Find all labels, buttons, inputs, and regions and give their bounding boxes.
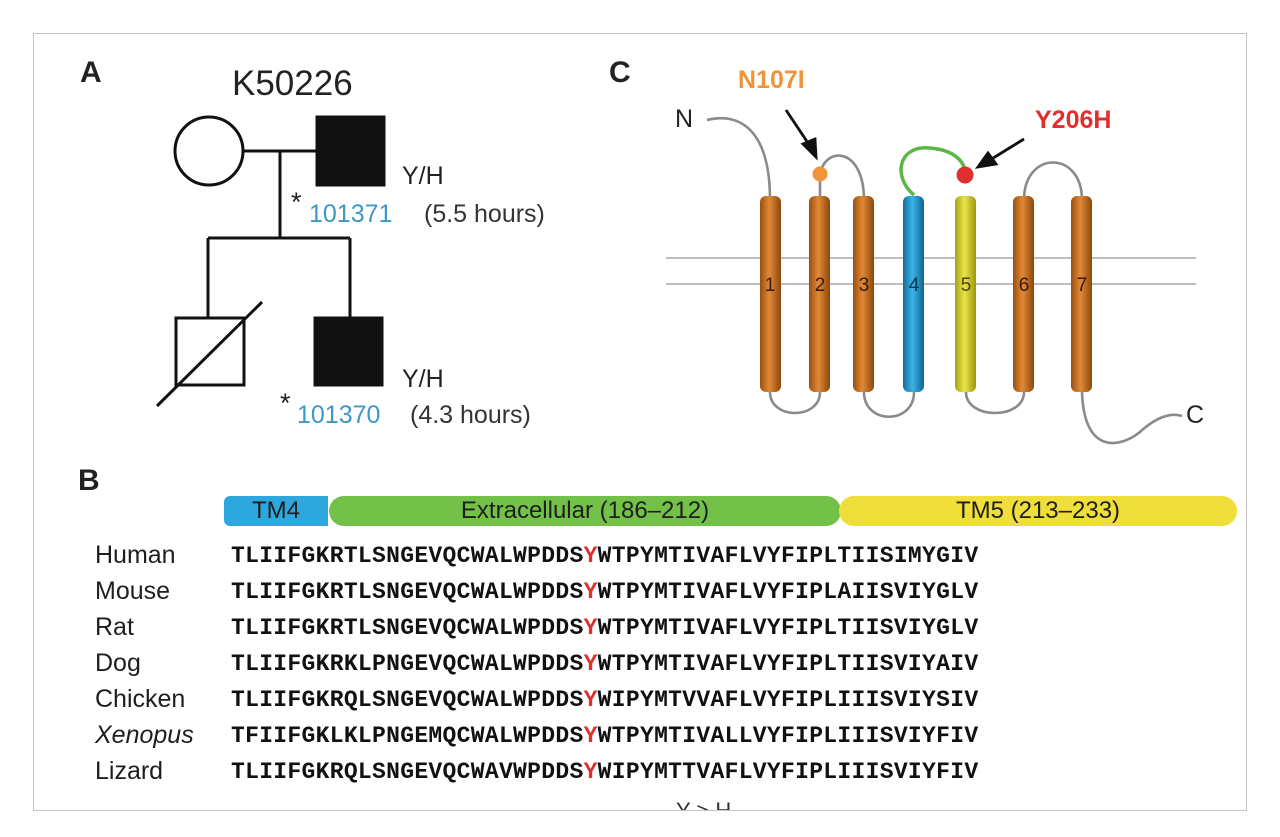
affected-son-symbol	[313, 316, 384, 387]
helix-5	[955, 196, 976, 392]
sequence-site-residue: Y	[583, 723, 598, 749]
n107i-arrow-shaft	[784, 109, 812, 147]
species-label: Xenopus	[95, 721, 194, 749]
sequence-site-residue: Y	[583, 651, 598, 677]
c-terminal-tail	[1080, 391, 1183, 445]
loop-helix1-2	[768, 391, 822, 415]
panel-b-label: B	[78, 464, 100, 497]
domain-band-extracellular: Extracellular (186–212)	[329, 496, 841, 526]
y206h-arrow-shaft	[989, 137, 1025, 162]
extracellular-loop-4-5	[899, 146, 968, 197]
helix-4	[903, 196, 924, 392]
father-genotype: Y/H	[402, 162, 444, 190]
helix-7-number: 7	[1077, 275, 1088, 296]
alignment-footer: Y > H	[676, 798, 731, 810]
sequence-row: TLIIFGKRTLSNGEVQCWALWPDDSYWTPYMTIVAFLVYF…	[231, 543, 978, 569]
pedigree	[155, 115, 386, 408]
father-symbol	[315, 115, 386, 187]
mutation-n107i-label: N107I	[738, 66, 805, 94]
n-terminus-label: N	[675, 105, 694, 133]
sequence-row: TFIIFGKLKLPNGEMQCWALWPDDSYWTPYMTIVALLVYF…	[231, 723, 978, 749]
helix-4-number: 4	[909, 275, 920, 296]
sequence-pre: TLIIFGKRQLSNGEVQCWALWPDDS	[231, 687, 584, 713]
domain-band-tm5: TM5 (213–233)	[839, 496, 1237, 526]
son-id: 101370	[297, 401, 381, 429]
species-label: Human	[95, 541, 176, 569]
son-genotype: Y/H	[402, 365, 444, 393]
domain-band-tm4: TM4	[224, 496, 328, 526]
helix-2	[809, 196, 830, 392]
son-marker: *	[280, 388, 291, 418]
species-label: Rat	[95, 613, 134, 641]
mother-symbol	[173, 115, 245, 187]
sequence-pre: TLIIFGKRKLPNGEVQCWALWPDDS	[231, 651, 584, 677]
n107i-arrowhead	[800, 136, 818, 161]
sequence-post: WTPYMTIVALLVYFIPLIIISVIYFIV	[597, 723, 979, 749]
sequence-post: WTPYMTIVAFLVYFIPLAIISVIYGLV	[597, 579, 979, 605]
son-detail: (4.3 hours)	[410, 401, 531, 429]
sequence-pre: TFIIFGKLKLPNGEMQCWALWPDDS	[231, 723, 584, 749]
n107i-site-dot	[812, 166, 828, 182]
sequence-row: TLIIFGKRQLSNGEVQCWALWPDDSYWIPYMTVVAFLVYF…	[231, 687, 978, 713]
species-label: Dog	[95, 649, 141, 677]
deceased-slash	[155, 300, 264, 408]
helix-6	[1013, 196, 1034, 392]
sequence-site-residue: Y	[583, 687, 598, 713]
father-id: 101371	[309, 200, 393, 228]
sequence-site-residue: Y	[583, 615, 598, 641]
helix-5-number: 5	[961, 275, 972, 296]
helix-2-number: 2	[815, 275, 826, 296]
sequence-site-residue: Y	[583, 543, 598, 569]
helix-7	[1071, 196, 1092, 392]
sequence-site-residue: Y	[583, 759, 598, 785]
c-terminus-label: C	[1186, 401, 1205, 429]
loop-helix3-4	[862, 391, 916, 418]
loop-helix2-3	[818, 154, 866, 201]
sequence-post: WTPYMTIVAFLVYFIPLTIISVIYGLV	[597, 615, 979, 641]
sequence-row: TLIIFGKRQLSNGEVQCWAVWPDDSYWIPYMTTVAFLVYF…	[231, 759, 978, 785]
father-detail: (5.5 hours)	[424, 200, 545, 228]
panel-a-label: A	[80, 56, 102, 89]
helix-3-number: 3	[859, 275, 870, 296]
father-marker: *	[291, 187, 302, 217]
loop-helix6-7	[1022, 161, 1084, 201]
helix-1-number: 1	[765, 275, 776, 296]
loop-helix5-6	[964, 391, 1026, 415]
sequence-row: TLIIFGKRKLPNGEVQCWALWPDDSYWTPYMTIVAFLVYF…	[231, 651, 978, 677]
n-terminal-tail	[706, 116, 772, 201]
helix-6-number: 6	[1019, 275, 1030, 296]
sequence-row: TLIIFGKRTLSNGEVQCWALWPDDSYWTPYMTIVAFLVYF…	[231, 615, 978, 641]
sequence-pre: TLIIFGKRQLSNGEVQCWAVWPDDS	[231, 759, 584, 785]
sequence-pre: TLIIFGKRTLSNGEVQCWALWPDDS	[231, 615, 584, 641]
mutation-y206h-label: Y206H	[1035, 106, 1112, 134]
panel-c-label: C	[609, 56, 631, 89]
sequence-post: WTPYMTIVAFLVYFIPLTIISVIYAIV	[597, 651, 979, 677]
family-id: K50226	[232, 64, 353, 103]
y206h-arrowhead	[974, 150, 999, 169]
sequence-site-residue: Y	[583, 579, 598, 605]
helix-3	[853, 196, 874, 392]
helix-1	[760, 196, 781, 392]
sequence-pre: TLIIFGKRTLSNGEVQCWALWPDDS	[231, 543, 584, 569]
species-label: Mouse	[95, 577, 171, 605]
sequence-row: TLIIFGKRTLSNGEVQCWALWPDDSYWTPYMTIVAFLVYF…	[231, 579, 978, 605]
species-label: Lizard	[95, 757, 164, 785]
sequence-post: WIPYMTTVAFLVYFIPLIIISVIYFIV	[597, 759, 979, 785]
y206h-site-dot	[956, 166, 974, 184]
sequence-post: WIPYMTVVAFLVYFIPLIIISVIYSIV	[597, 687, 979, 713]
sequence-pre: TLIIFGKRTLSNGEVQCWALWPDDS	[231, 579, 584, 605]
species-label: Chicken	[95, 685, 186, 713]
membrane-topology: 1 2 3 4 5 6 7	[666, 109, 1196, 445]
sequence-post: WTPYMTIVAFLVYFIPLTIISIMYGIV	[597, 543, 979, 569]
